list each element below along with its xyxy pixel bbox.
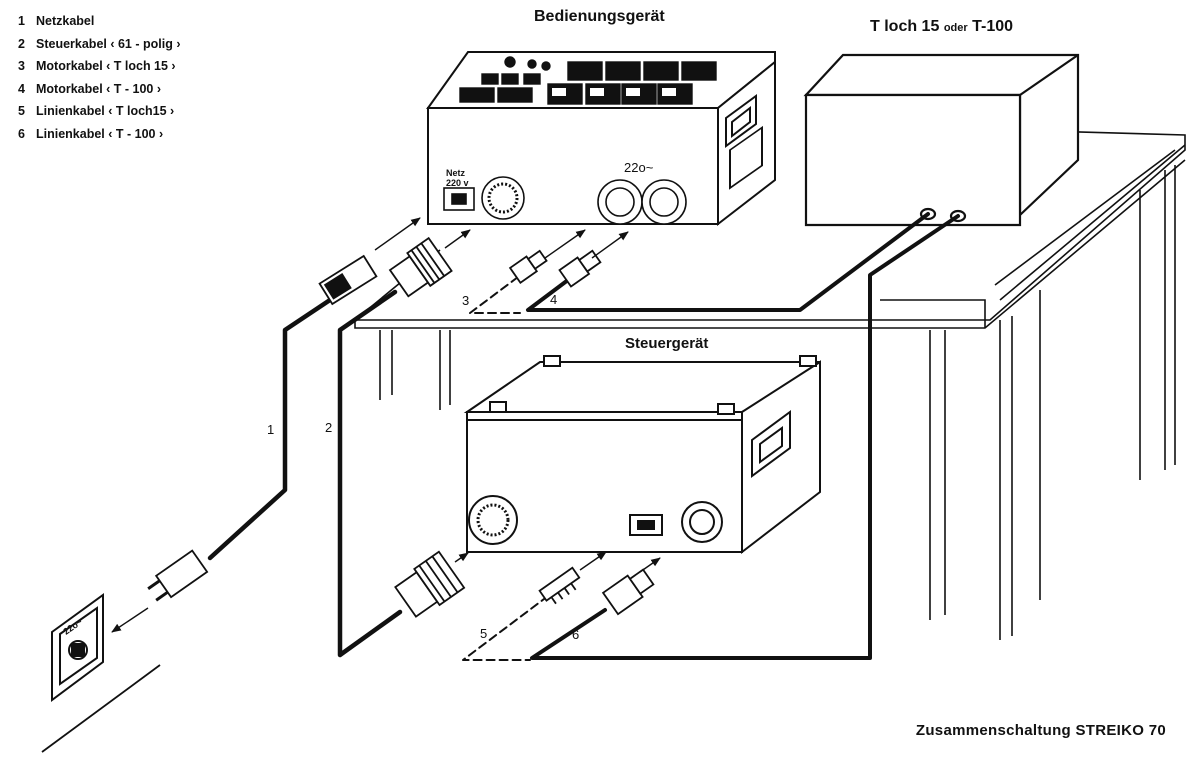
bedienungsgeraet-front-sockets <box>443 176 687 225</box>
title-tloch-t100: T-100 <box>972 18 1014 35</box>
cable-label-5: 5 <box>480 626 487 641</box>
cable-3 <box>469 276 521 314</box>
cable-label-3: 3 <box>462 293 469 308</box>
cable-2 <box>337 289 403 658</box>
panel-220v-label: 220 v <box>446 178 469 188</box>
footer-caption: Zusammenschaltung STREIKO 70 <box>915 722 1166 739</box>
steuergeraet-device <box>463 355 821 555</box>
panel-220-tilde-label: 22o~ <box>624 160 654 175</box>
cable-label-4: 4 <box>550 292 557 307</box>
cable-4 <box>526 212 930 312</box>
connection-arrows <box>111 217 661 633</box>
cable-5 <box>462 595 549 661</box>
title-bedienungsgeraet: Bedienungsgerät <box>534 8 665 25</box>
cables <box>207 212 960 661</box>
title-tloch-oder: oder <box>943 22 968 34</box>
title-tloch: T loch 15 oder T-100 <box>870 18 1013 36</box>
cable-1 <box>207 297 333 561</box>
tloch-device <box>803 53 1080 227</box>
cable-label-6: 6 <box>572 627 579 642</box>
cable-label-1: 1 <box>267 422 274 437</box>
cable-6 <box>530 214 960 660</box>
plugs <box>147 236 655 618</box>
cable-label-2: 2 <box>325 420 332 435</box>
title-steuergeraet: Steuergerät <box>625 335 709 352</box>
panel-netz-label: Netz <box>446 168 466 178</box>
control-panel-buttons <box>459 56 717 105</box>
title-tloch-main: T loch 15 <box>870 18 940 35</box>
floor-line <box>41 664 161 753</box>
table <box>354 129 1186 640</box>
wall-socket <box>51 593 104 702</box>
